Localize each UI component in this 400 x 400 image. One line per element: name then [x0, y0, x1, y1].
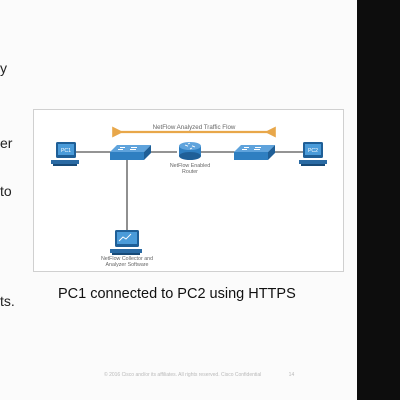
dark-background-edge: [357, 0, 400, 400]
links: [72, 151, 306, 232]
collector-label-line2: Analyzer Software: [106, 262, 149, 268]
copyright-text: © 2016 Cisco and/or its affiliates. All …: [104, 372, 262, 378]
router-icon: [179, 142, 201, 160]
network-diagram: NetFlow Analyzed Traffic Flow PC1: [51, 124, 327, 268]
traffic-flow-label: NetFlow Analyzed Traffic Flow: [153, 124, 236, 131]
pc1-icon: [51, 142, 79, 166]
netflow-collector-icon: [110, 230, 142, 255]
cut-off-text: y: [0, 60, 7, 76]
page-number: 14: [288, 372, 295, 378]
pc2-icon: [299, 142, 327, 166]
slide-footer: © 2016 Cisco and/or its affiliates. All …: [104, 372, 294, 378]
router-label-line1: NetFlow Enabled: [170, 163, 210, 169]
pc2-label: PC2: [308, 148, 318, 154]
router-label-line2: Router: [182, 169, 198, 175]
cut-off-text: to: [0, 183, 12, 199]
switch-right-icon: [234, 145, 275, 160]
cut-off-text: ts.: [0, 293, 15, 309]
pc1-label: PC1: [61, 148, 71, 154]
collector-label-line1: NetFlow Collector and: [101, 256, 153, 262]
slide: y er to ts. NetFlow Analyzed Traffic Flo…: [0, 60, 344, 378]
cut-off-text: er: [0, 135, 13, 151]
switch-left-icon: [110, 145, 151, 160]
diagram-caption: PC1 connected to PC2 using HTTPS: [58, 286, 296, 302]
